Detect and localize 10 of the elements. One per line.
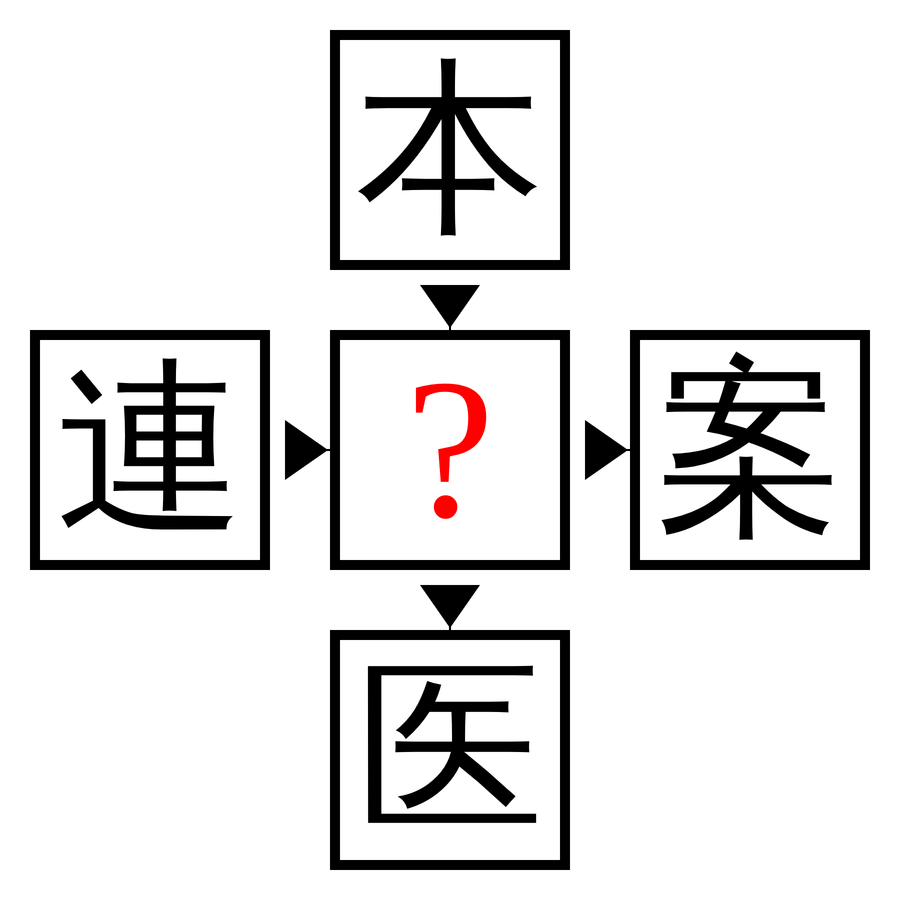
kanji: 連 [55,344,245,556]
question-mark: ? [404,338,496,562]
character-box [630,330,870,570]
character-box [330,630,570,870]
character-box [330,330,570,570]
character-box [330,30,570,270]
kanji: 本 [355,44,545,256]
kanji: 案 [655,344,845,556]
kanji: 医 [355,644,545,856]
character-box [30,330,270,570]
